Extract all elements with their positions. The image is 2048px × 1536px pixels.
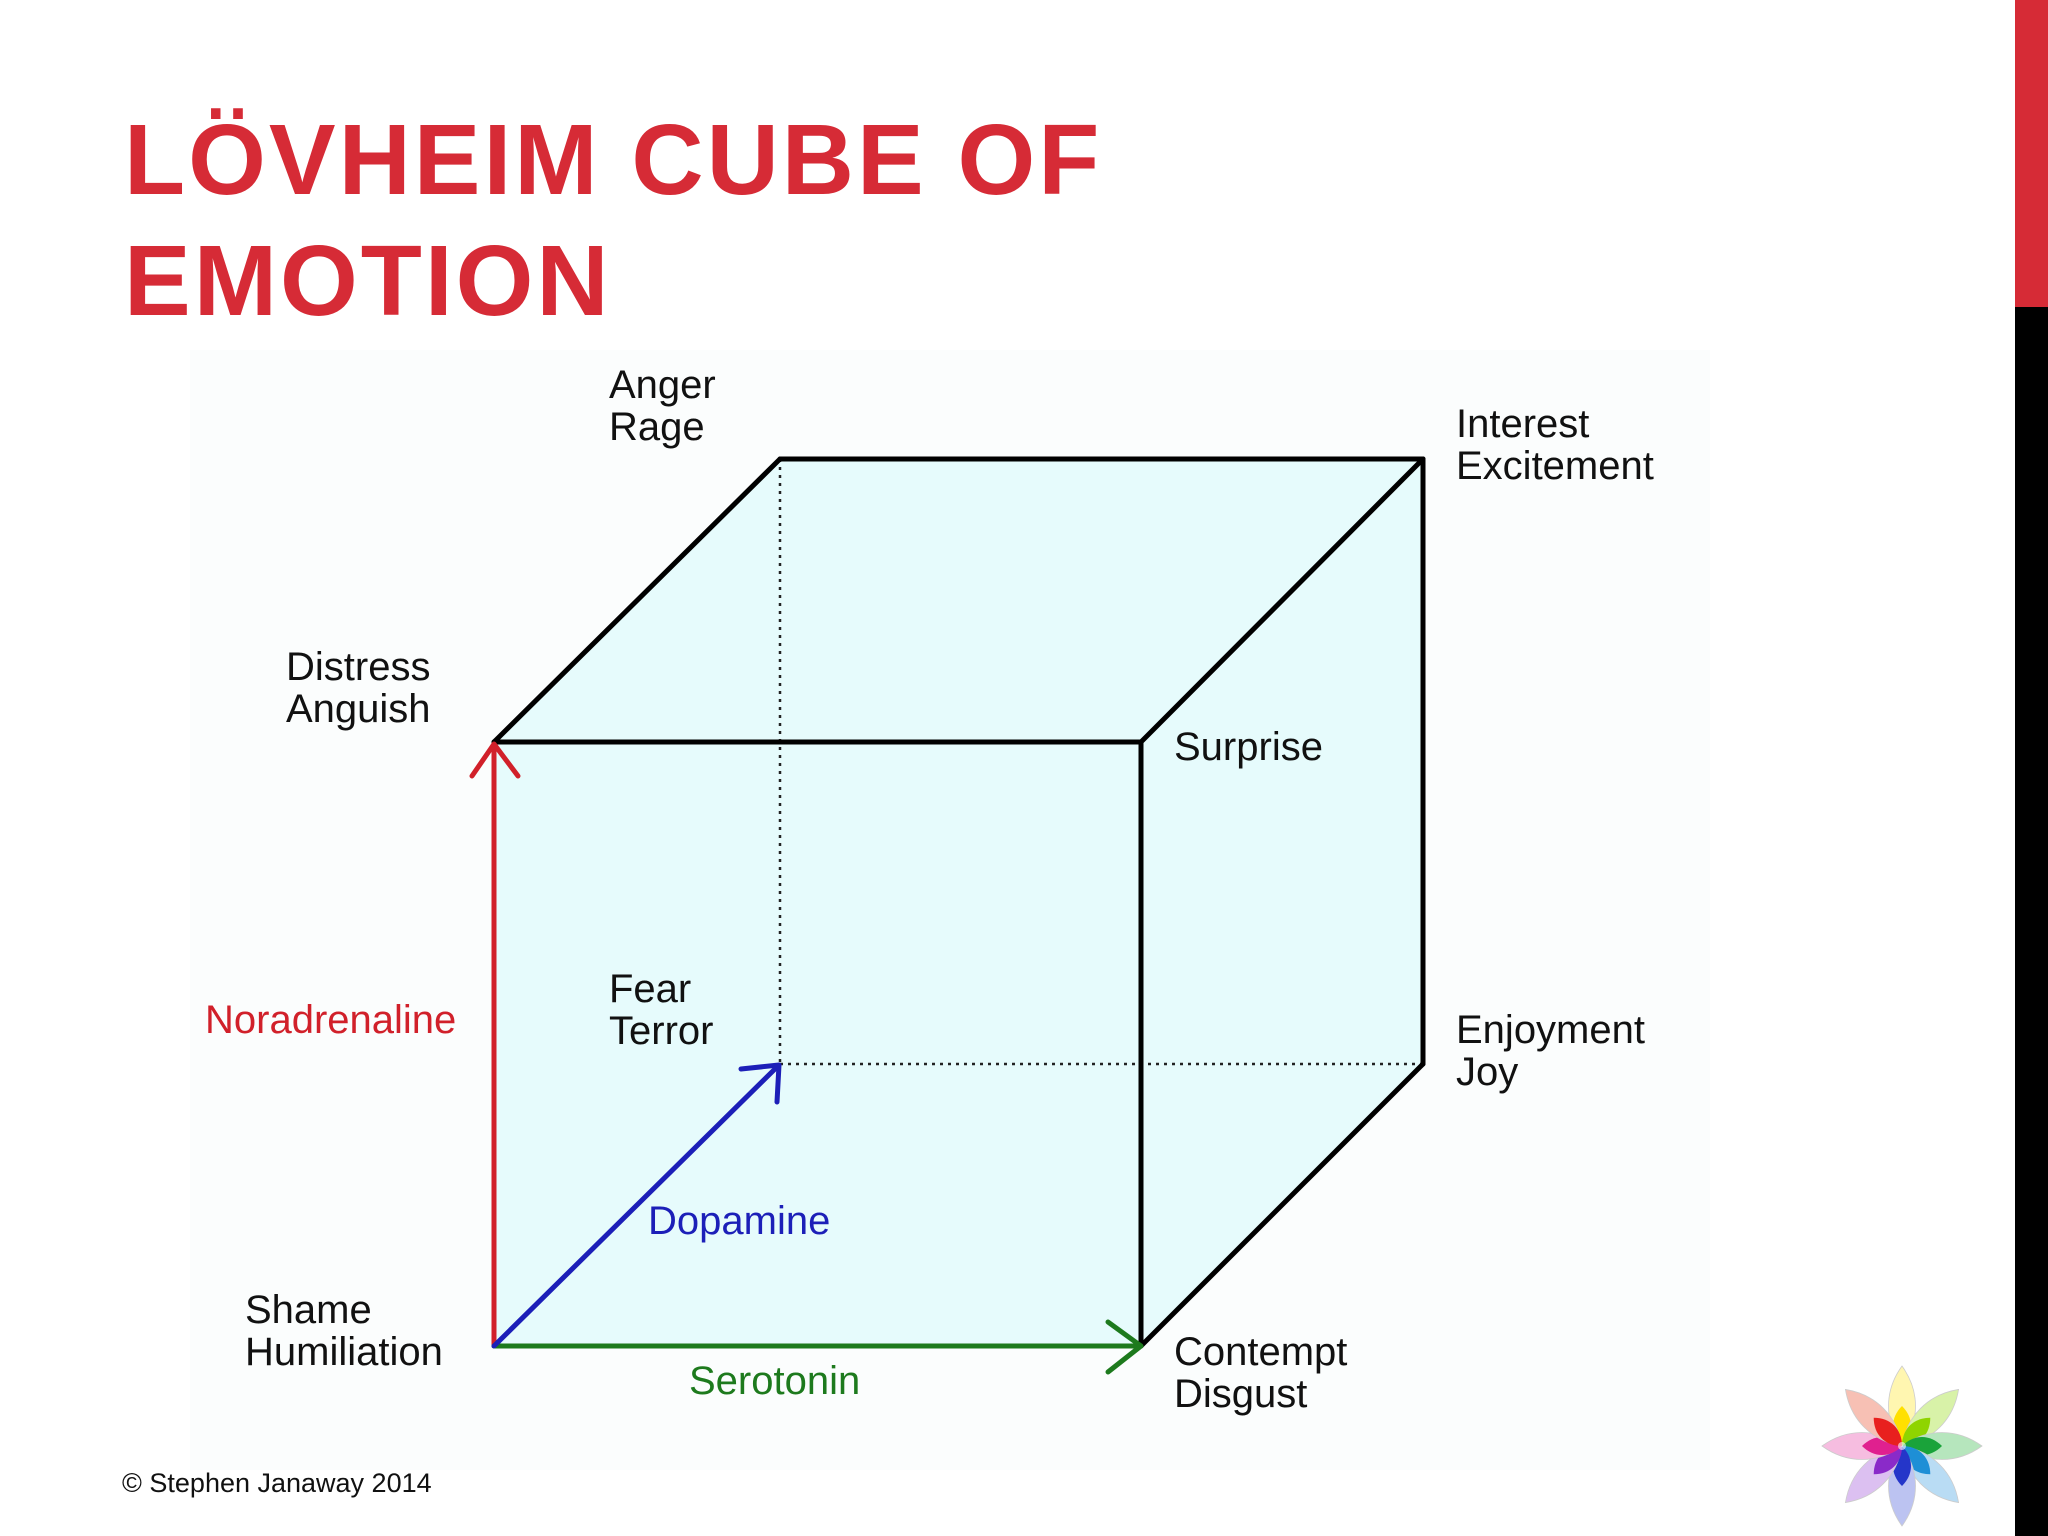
edge-top-right <box>1138 456 1426 745</box>
title-line-1: LÖVHEIM CUBE OF <box>124 104 1103 216</box>
noradrenaline-arrow <box>469 741 521 1349</box>
slide-title: LÖVHEIM CUBE OF EMOTION <box>124 100 1424 342</box>
serotonin-arrow <box>491 1319 1144 1375</box>
corner-label-surprise: Surprise <box>1174 725 1323 769</box>
emotion-wheel-icon <box>1821 1365 1983 1527</box>
accent-bar-black <box>2015 307 2048 1536</box>
cube-front-face <box>494 742 1141 1346</box>
copyright-notice: © Stephen Janaway 2014 <box>122 1468 432 1498</box>
title-line-2: EMOTION <box>124 225 612 337</box>
cube-top-face <box>494 459 1423 742</box>
accent-bar-red <box>2015 0 2048 307</box>
emotion-wheel-core-petal <box>1902 1446 1931 1475</box>
axis-label-noradrenaline: Noradrenaline <box>205 998 456 1042</box>
axis-label-dopamine: Dopamine <box>648 1199 830 1243</box>
axis-label-serotonin: Serotonin <box>689 1359 860 1403</box>
dopamine-arrow <box>491 1062 782 1349</box>
edge-top-left <box>491 456 783 745</box>
cube-edges <box>491 456 1426 1349</box>
emotion-wheel-core-petal <box>1902 1417 1931 1446</box>
emotion-wheel-core-petal <box>1873 1446 1902 1475</box>
cube-right-face <box>1141 459 1423 1346</box>
edge-bottom-right <box>1138 1061 1426 1349</box>
emotion-wheel-core-petal <box>1873 1417 1902 1446</box>
